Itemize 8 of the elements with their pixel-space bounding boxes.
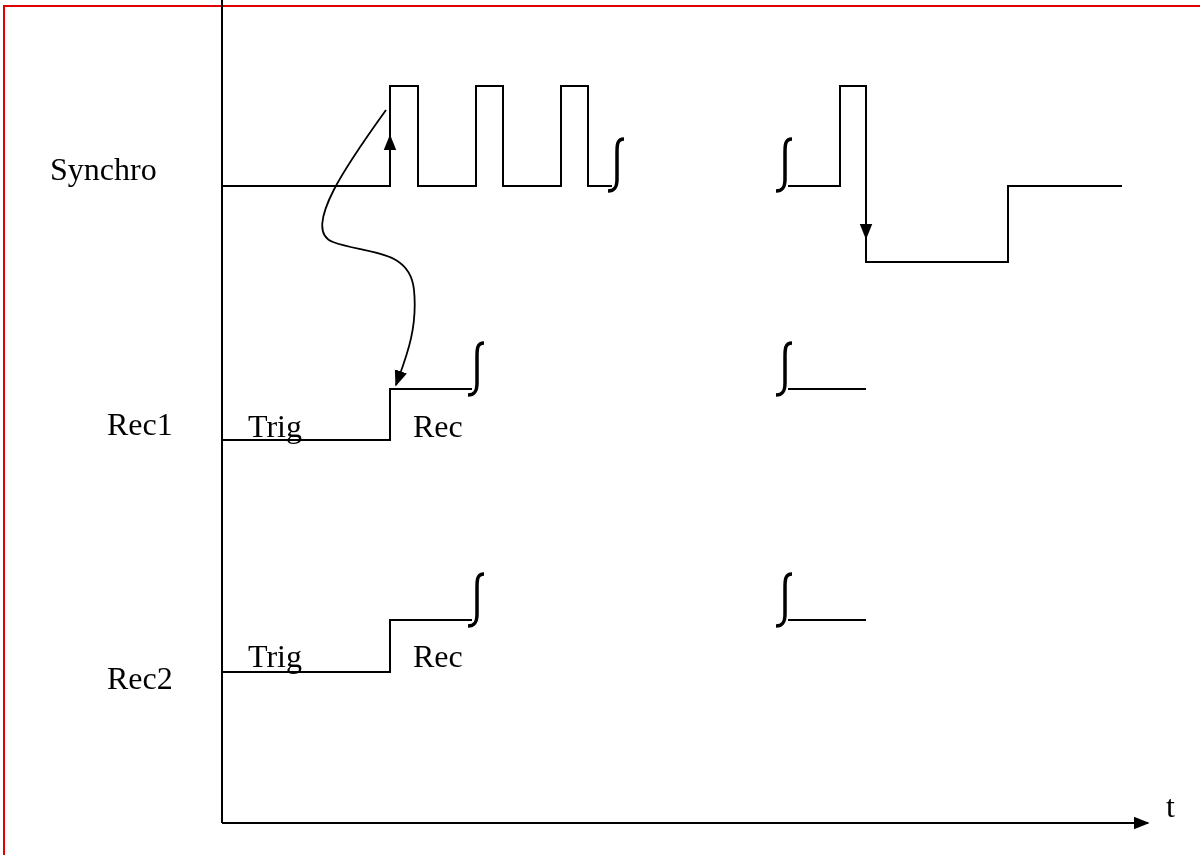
signal-name: Rec1 xyxy=(107,408,173,440)
state-label: Trig xyxy=(248,410,302,442)
state-label: Rec xyxy=(413,640,463,672)
state-label: Rec xyxy=(413,410,463,442)
axis-label: t xyxy=(1166,790,1175,822)
state-label: Trig xyxy=(248,640,302,672)
signal-name: Rec2 xyxy=(107,662,173,694)
signal-name: Synchro xyxy=(50,153,157,185)
